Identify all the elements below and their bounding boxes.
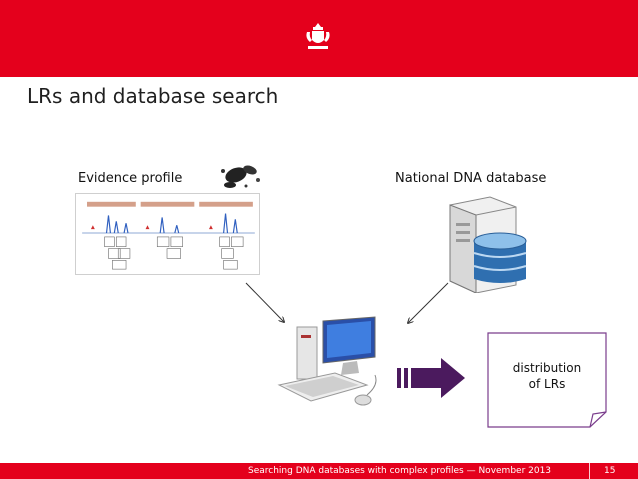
page-number: 15	[604, 466, 616, 476]
note-icon	[487, 332, 607, 428]
slide-title: LRs and database search	[27, 84, 279, 108]
footer-text: Searching DNA databases with complex pro…	[248, 466, 552, 476]
electropherogram-image	[75, 193, 260, 275]
result-note: distribution of LRs	[487, 360, 607, 392]
national-database-label: National DNA database	[395, 171, 547, 186]
blood-stain-icon	[221, 165, 260, 188]
right-arrow-icon	[397, 358, 465, 398]
result-line-1: distribution	[512, 361, 582, 375]
server-database-icon	[449, 196, 527, 293]
evidence-profile-label: Evidence profile	[78, 171, 183, 186]
result-line-2: of LRs	[528, 377, 566, 391]
crest-icon	[306, 23, 330, 49]
computer-icon	[277, 316, 377, 406]
footer-bar	[0, 463, 638, 479]
header-rule	[0, 75, 638, 77]
footer-separator	[589, 463, 590, 479]
